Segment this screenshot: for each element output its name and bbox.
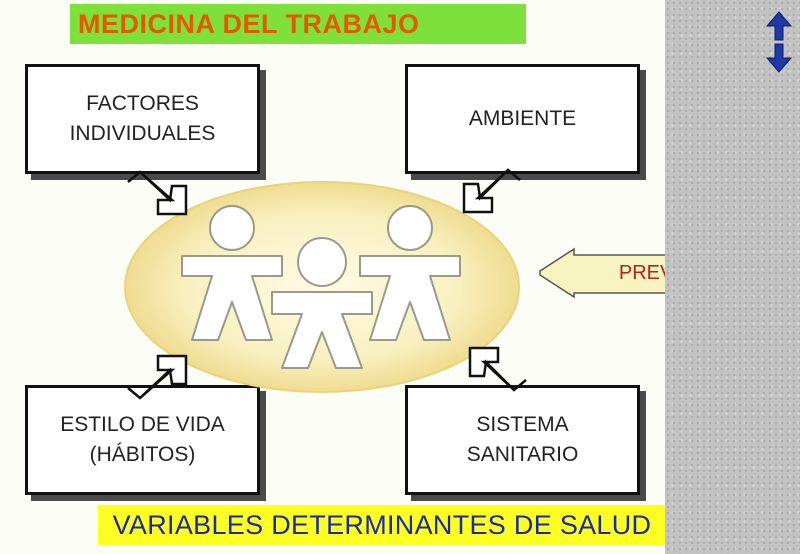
- arrow-bottom-left-icon: [127, 354, 188, 400]
- arrow-top-right-icon: [462, 168, 521, 214]
- diagram-graphics: [124, 168, 527, 400]
- estilo-de-vida-box: ESTILO DE VIDA (HÁBITOS): [25, 385, 260, 495]
- arrow-top-left-icon: [127, 170, 188, 216]
- sidebar-texture: [665, 0, 800, 554]
- people-group-icon: [181, 205, 461, 369]
- slide: MEDICINA DEL TRABAJO FACTORES INDIVIDUAL…: [25, 4, 769, 545]
- slide-title: MEDICINA DEL TRABAJO: [70, 4, 526, 44]
- up-down-arrows-icon[interactable]: [763, 10, 795, 74]
- arrow-bottom-right-icon: [468, 346, 527, 392]
- person-center-icon: [271, 237, 373, 369]
- sistema-sanitario-box: SISTEMA SANITARIO: [405, 385, 640, 495]
- person-right-icon: [359, 205, 461, 341]
- factores-individuales-box: FACTORES INDIVIDUALES: [25, 64, 260, 174]
- footer-banner: VARIABLES DETERMINANTES DE SALUD: [98, 505, 666, 545]
- ambiente-box: AMBIENTE: [405, 64, 640, 174]
- person-left-icon: [181, 205, 283, 341]
